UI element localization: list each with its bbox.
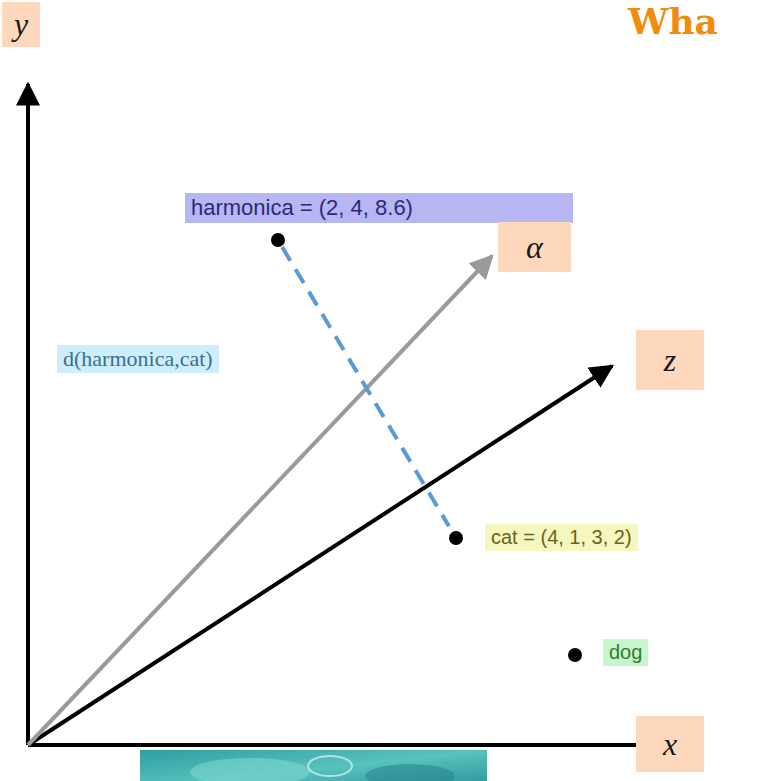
- point-label: harmonica = (2, 4, 8.6): [191, 195, 567, 221]
- alpha-axis: [28, 256, 492, 745]
- point-label-box: cat = (4, 1, 3, 2): [485, 524, 638, 551]
- teal-picture-shape: [190, 758, 310, 781]
- z-axis: [28, 366, 612, 745]
- data-point-dot: [449, 531, 463, 545]
- point-label: dog: [609, 641, 642, 664]
- data-point-dot: [568, 648, 582, 662]
- axis-label: y: [14, 6, 28, 43]
- data-point-dot: [271, 233, 285, 247]
- distance-line: [282, 247, 449, 526]
- teal-picture-shape: [308, 756, 352, 776]
- y-axis: [26, 84, 30, 745]
- teal-picture-ground: [140, 750, 487, 781]
- axis-label-box: y: [2, 2, 40, 47]
- axis-label-box: x: [636, 716, 704, 772]
- point-label-box: dog: [603, 639, 648, 666]
- axis-label: α: [526, 229, 543, 266]
- teal-picture-shape: [365, 764, 455, 781]
- axis-label: x: [663, 726, 677, 763]
- point-node: dog: [568, 639, 649, 666]
- teal-picture: [140, 750, 487, 781]
- x-axis: [28, 743, 688, 747]
- page-title: Wha: [628, 0, 718, 42]
- point-label: cat = (4, 1, 3, 2): [491, 526, 632, 549]
- point-label-box: harmonica = (2, 4, 8.6): [185, 193, 573, 223]
- axis-label-box: z: [636, 330, 704, 390]
- axis-label: z: [664, 342, 676, 379]
- axis-label-box: α: [498, 222, 571, 272]
- distance-label: d(harmonica,cat): [57, 345, 219, 373]
- point-node: cat = (4, 1, 3, 2): [449, 524, 638, 551]
